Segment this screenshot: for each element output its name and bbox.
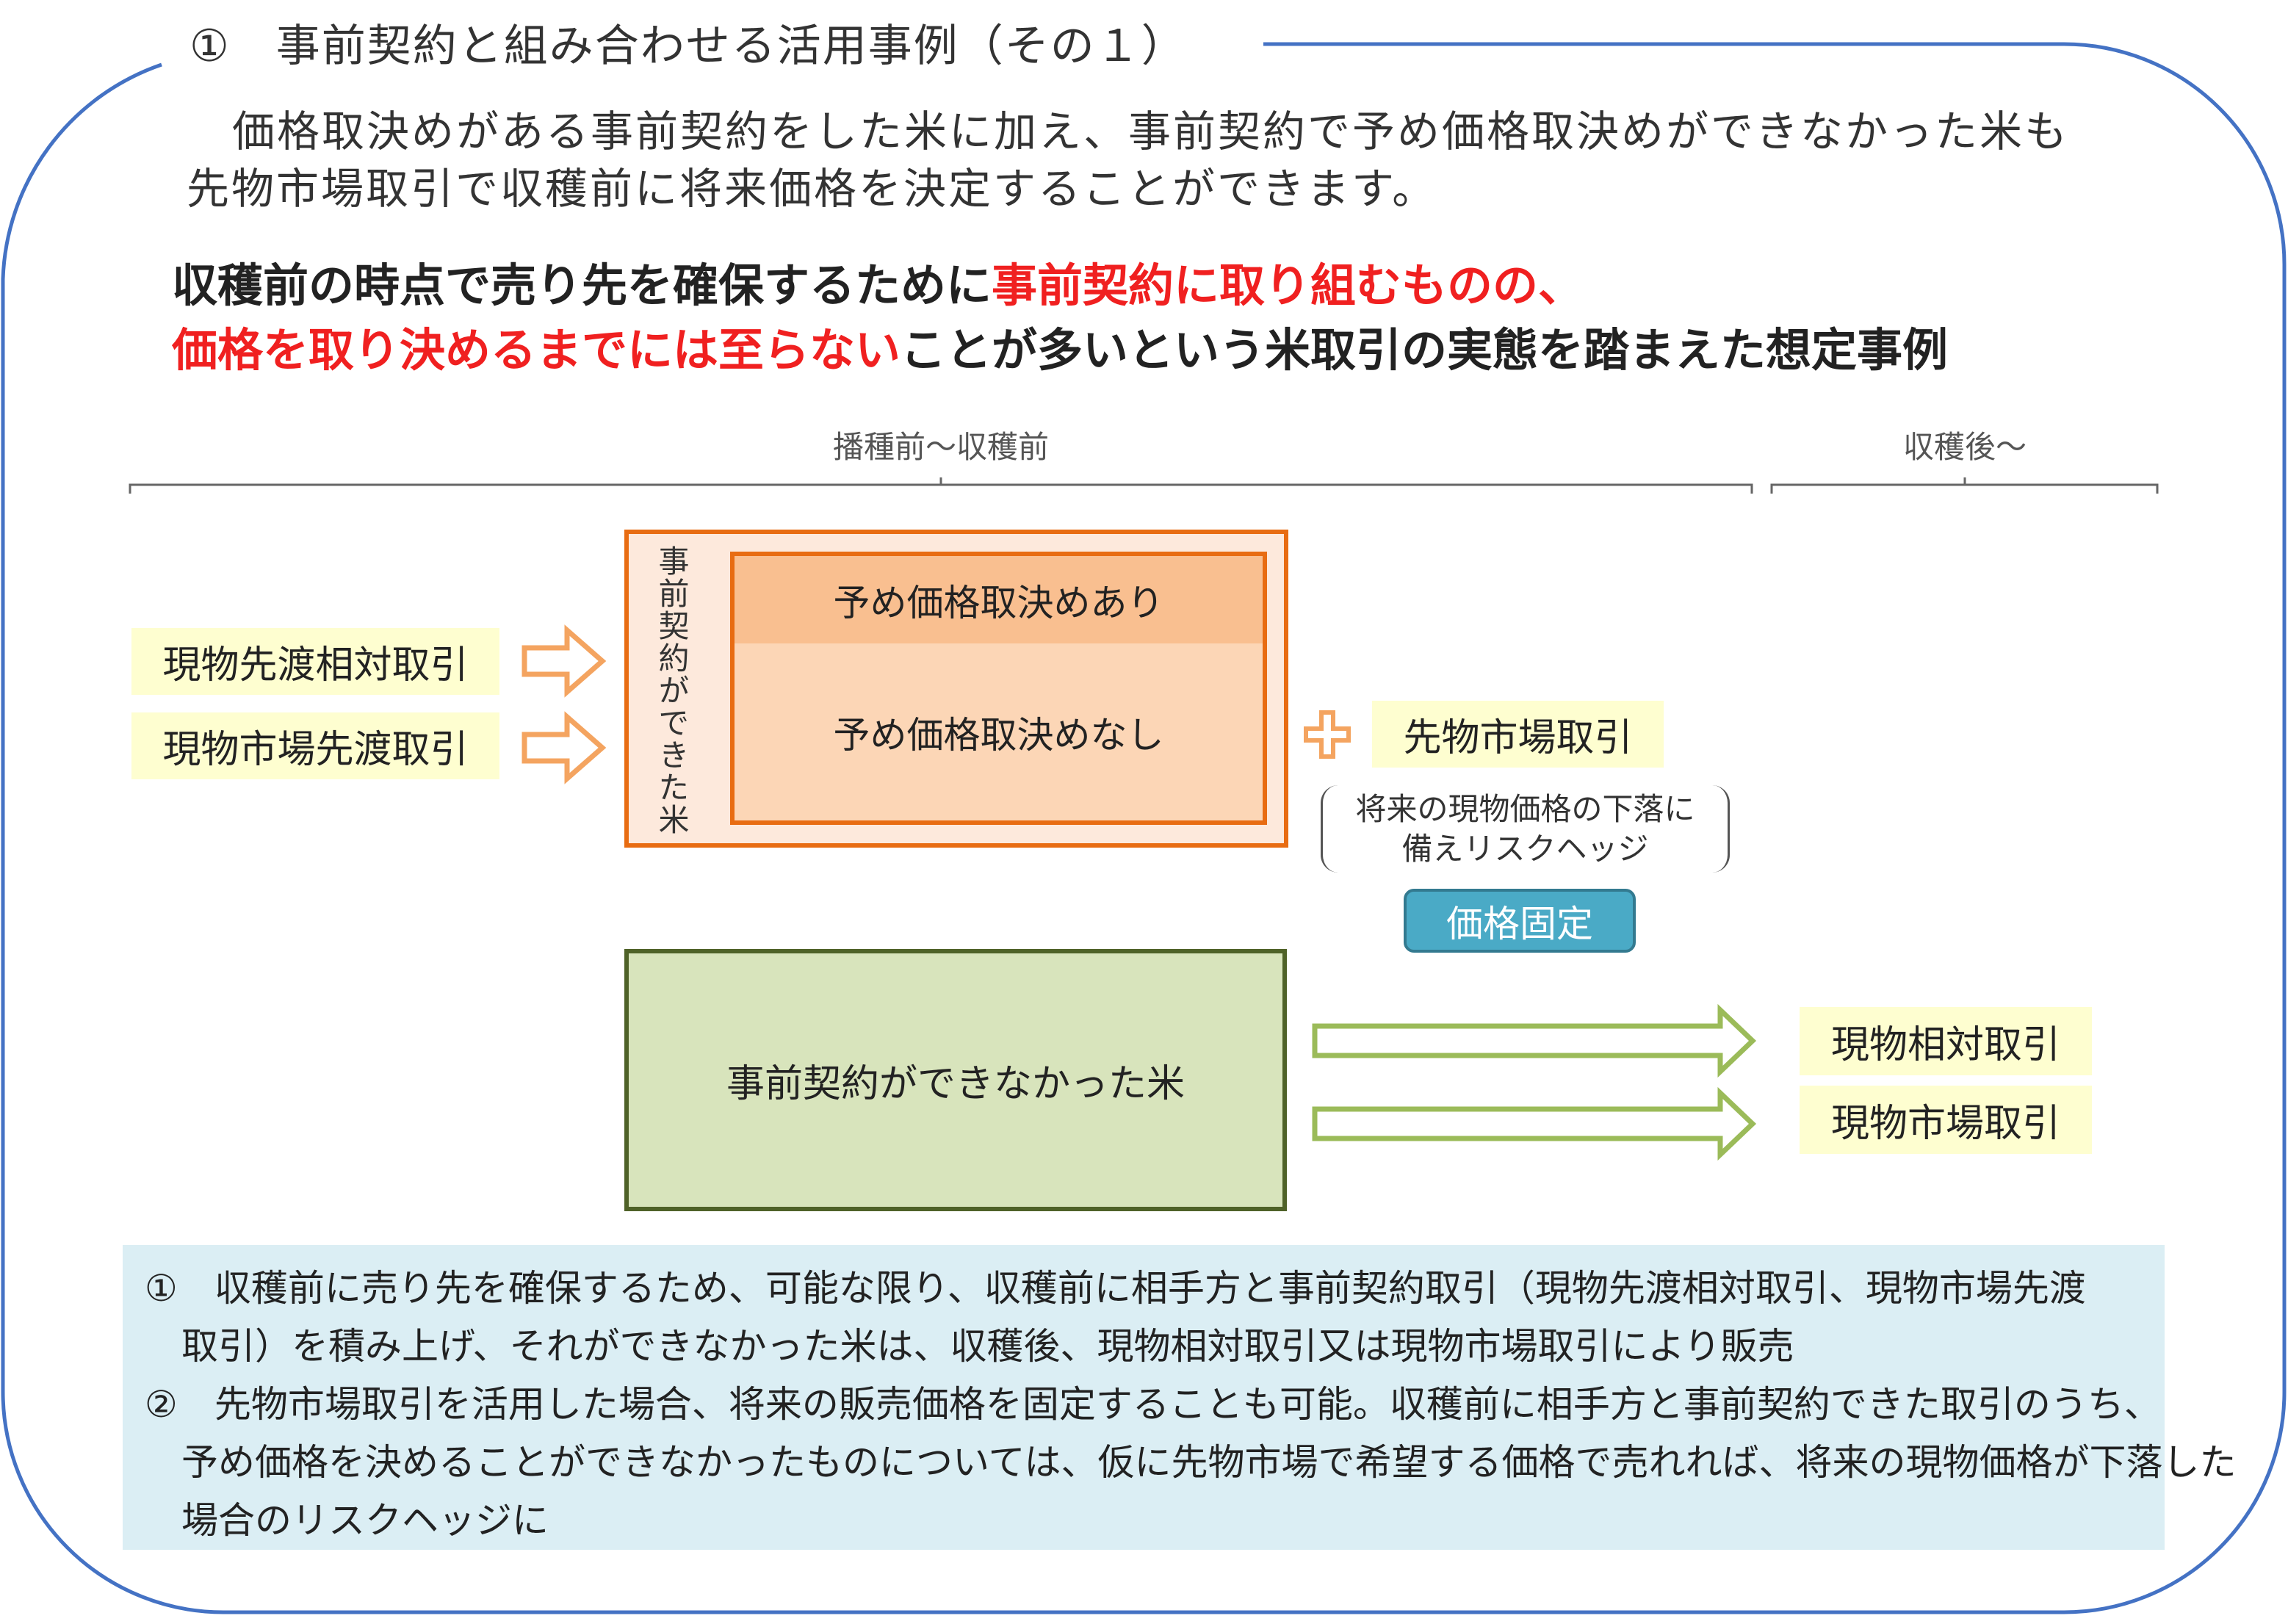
note-line: 予め価格を決めることができなかったものについては、仮に先物市場で希望する価格で売… <box>145 1441 2237 1484</box>
not-contracted-rice-box: 事前契約ができなかった米 <box>624 949 1287 1211</box>
note-line: ① 収穫前に売り先を確保するため、可能な限り、収穫前に相手方と事前契約取引（現物… <box>145 1267 2086 1310</box>
intro-line-2: 先物市場取引で収穫前に将来価格を決定することができます。 <box>187 164 1437 214</box>
hedge-note-l2: 備えリスクヘッジ <box>1401 830 1649 867</box>
price-fix-badge: 価格固定 <box>1404 889 1636 953</box>
phase-post-harvest: 収穫後～ <box>1902 429 2027 465</box>
headline-l1-black: 収穫前の時点で売り先を確保するために <box>172 259 992 312</box>
left-box-spot-market-forward: 現物市場先渡取引 <box>131 712 499 779</box>
contracted-rice-label: 事前契約ができた米 <box>654 545 690 836</box>
intro-text: 価格取決めがある事前契約をした米に加え、事前契約で予め価格取決めができなかった米… <box>187 103 2069 217</box>
futures-box: 先物市場取引 <box>1372 701 1664 768</box>
left-box-spot-forward-negotiated: 現物先渡相対取引 <box>131 628 499 695</box>
hedge-note: 将来の現物価格の下落に備えリスクヘッジ <box>1321 785 1730 873</box>
notes-box: ① 収穫前に売り先を確保するため、可能な限り、収穫前に相手方と事前契約取引（現物… <box>123 1245 2237 1550</box>
note-line: 場合のリスクヘッジに <box>145 1499 549 1542</box>
section-title: ① 事前契約と組み合わせる活用事例（その１） <box>190 21 1187 72</box>
plus-icon <box>1304 710 1351 759</box>
hedge-note-l1: 将来の現物価格の下落に <box>1355 790 1695 827</box>
headline-l2-black: ことが多いという米取引の実態を踏まえた想定事例 <box>901 323 1949 377</box>
right-box-spot-market: 現物市場取引 <box>1800 1086 2092 1154</box>
with-price-box: 予め価格取決めあり <box>730 552 1267 648</box>
without-price-box: 予め価格取決めなし <box>730 643 1267 825</box>
headline: 収穫前の時点で売り先を確保するために事前契約に取り組むものの、 価格を取り決める… <box>172 253 1948 383</box>
right-box-spot-negotiated: 現物相対取引 <box>1800 1007 2092 1075</box>
intro-line-1: 価格取決めがある事前契約をした米に加え、事前契約で予め価格取決めができなかった米… <box>232 107 2070 156</box>
headline-l2-red: 価格を取り決めるまでには至らない <box>172 323 901 377</box>
note-line: ② 先物市場取引を活用した場合、将来の販売価格を固定することも可能。収穫前に相手… <box>145 1383 2161 1426</box>
note-line: 取引）を積み上げ、それができなかった米は、収穫後、現物相対取引又は現物市場取引に… <box>145 1325 1794 1368</box>
arrow-right-icon <box>1312 1003 1757 1161</box>
headline-l1-red: 事前契約に取り組むものの、 <box>992 259 1584 312</box>
phase-pre-harvest: 播種前～収穫前 <box>832 429 1050 465</box>
arrow-right-icon <box>522 624 607 784</box>
